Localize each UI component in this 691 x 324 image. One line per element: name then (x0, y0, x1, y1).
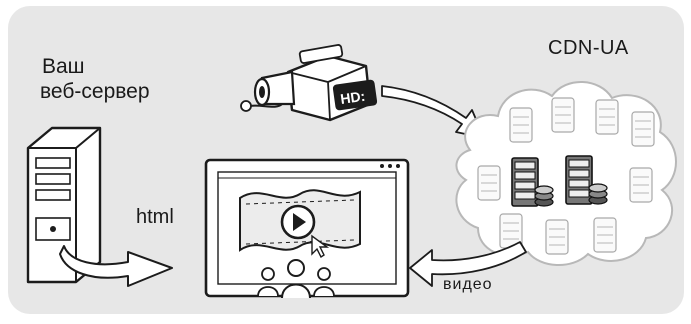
video-player-icon (206, 160, 408, 298)
video-label: видео (443, 276, 493, 294)
cdn-label: CDN-UA (548, 37, 629, 60)
server-label-line2: веб-сервер (40, 80, 150, 104)
html-label: html (136, 206, 174, 229)
server-label-line1: Ваш (42, 55, 85, 79)
play-icon (282, 206, 314, 238)
